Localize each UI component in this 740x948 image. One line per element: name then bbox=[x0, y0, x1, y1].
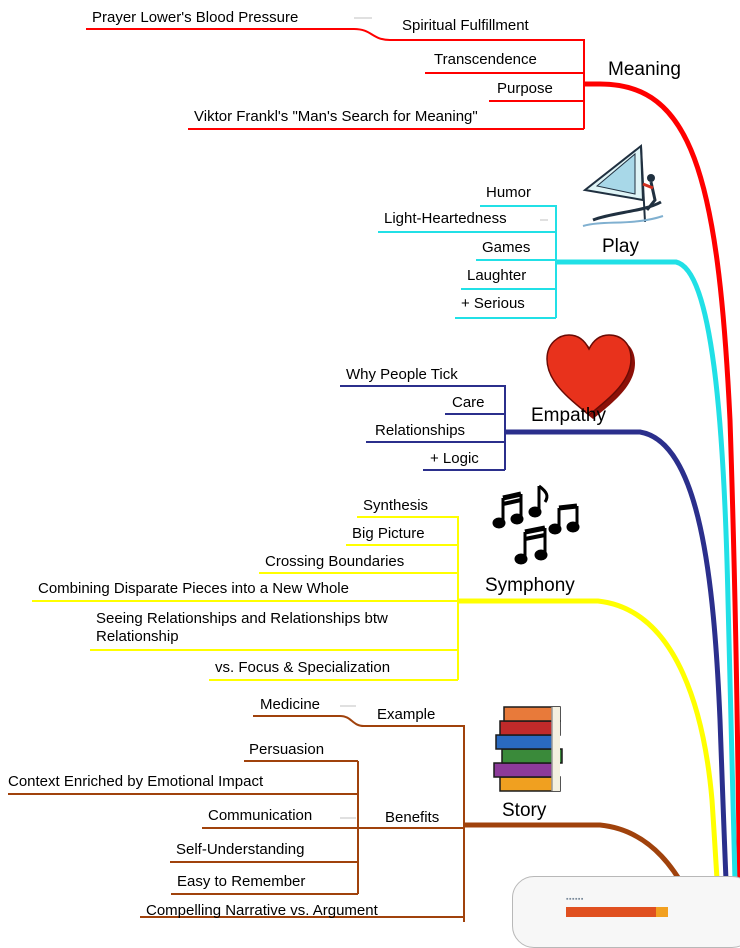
meaning-item-spiritual-fulfillment[interactable]: Spiritual Fulfillment bbox=[402, 17, 529, 34]
story-connectors bbox=[8, 705, 465, 922]
story-item-context-enriched[interactable]: Context Enriched by Emotional Impact bbox=[8, 773, 264, 790]
play-topic[interactable]: Play bbox=[602, 236, 639, 257]
symphony-connectors bbox=[32, 516, 459, 681]
play-item-games[interactable]: Games bbox=[482, 239, 531, 256]
play-item-light-heartedness[interactable]: Light-Heartedness bbox=[384, 210, 507, 227]
empathy-item-logic[interactable]: + Logic bbox=[430, 450, 479, 467]
play-item-serious[interactable]: + Serious bbox=[461, 295, 525, 312]
empathy-item-relationships[interactable]: Relationships bbox=[375, 422, 466, 439]
symphony-item-synthesis[interactable]: Synthesis bbox=[363, 497, 429, 514]
symphony-item-crossing-boundaries[interactable]: Crossing Boundaries bbox=[265, 553, 405, 570]
symphony-topic[interactable]: Symphony bbox=[485, 575, 575, 596]
meaning-connectors bbox=[86, 17, 600, 130]
meaning-topic[interactable]: Meaning bbox=[608, 59, 681, 80]
windsurfer-icon bbox=[582, 144, 664, 227]
mind-map-canvas bbox=[8, 17, 740, 922]
meaning-item-purpose[interactable]: Purpose bbox=[497, 80, 553, 97]
play-main-branch bbox=[556, 259, 739, 922]
symphony-item-big-picture[interactable]: Big Picture bbox=[352, 525, 425, 542]
meaning-main-branch bbox=[584, 81, 740, 922]
story-subtopic-benefits[interactable]: Benefits bbox=[385, 809, 440, 826]
story-item-medicine[interactable]: Medicine bbox=[260, 696, 321, 713]
music-notes-icon bbox=[492, 484, 580, 565]
empathy-item-why-people-tick[interactable]: Why People Tick bbox=[346, 366, 458, 383]
symphony-item-seeing-relationships[interactable]: Seeing Relationships and Relationships b… bbox=[96, 610, 388, 645]
empathy-item-care[interactable]: Care bbox=[452, 394, 485, 411]
logo-banner bbox=[566, 907, 666, 917]
meaning-item-transcendence[interactable]: Transcendence bbox=[434, 51, 537, 68]
story-subtopic-example[interactable]: Example bbox=[377, 706, 436, 723]
story-item-compelling-narrative[interactable]: Compelling Narrative vs. Argument bbox=[146, 902, 378, 919]
play-connectors bbox=[378, 205, 557, 319]
empathy-topic[interactable]: Empathy bbox=[531, 405, 606, 426]
story-topic[interactable]: Story bbox=[502, 800, 547, 821]
play-item-laughter[interactable]: Laughter bbox=[467, 267, 527, 284]
empathy-connectors bbox=[340, 385, 506, 471]
meaning-item-prayer[interactable]: Prayer Lower's Blood Pressure bbox=[92, 9, 299, 26]
story-item-easy-to-remember[interactable]: Easy to Remember bbox=[177, 873, 306, 890]
central-topic-panel[interactable]: ▪▪▪▪▪▪ bbox=[512, 876, 740, 948]
heart-icon bbox=[546, 334, 635, 419]
story-item-communication[interactable]: Communication bbox=[208, 807, 313, 824]
play-item-humor[interactable]: Humor bbox=[486, 184, 532, 201]
story-item-self-understanding[interactable]: Self-Understanding bbox=[176, 841, 305, 858]
story-item-persuasion[interactable]: Persuasion bbox=[249, 741, 325, 758]
empathy-main-branch bbox=[505, 429, 731, 922]
symphony-item-focus-specialization[interactable]: vs. Focus & Specialization bbox=[215, 659, 391, 676]
books-icon bbox=[493, 706, 563, 792]
logo-accent bbox=[656, 907, 668, 917]
meaning-item-frankl[interactable]: Viktor Frankl's "Man's Search for Meanin… bbox=[194, 108, 478, 125]
logo-image: ▪▪▪▪▪▪ bbox=[566, 896, 584, 903]
symphony-main-branch bbox=[458, 598, 723, 922]
symphony-item-combining-pieces[interactable]: Combining Disparate Pieces into a New Wh… bbox=[38, 580, 349, 597]
